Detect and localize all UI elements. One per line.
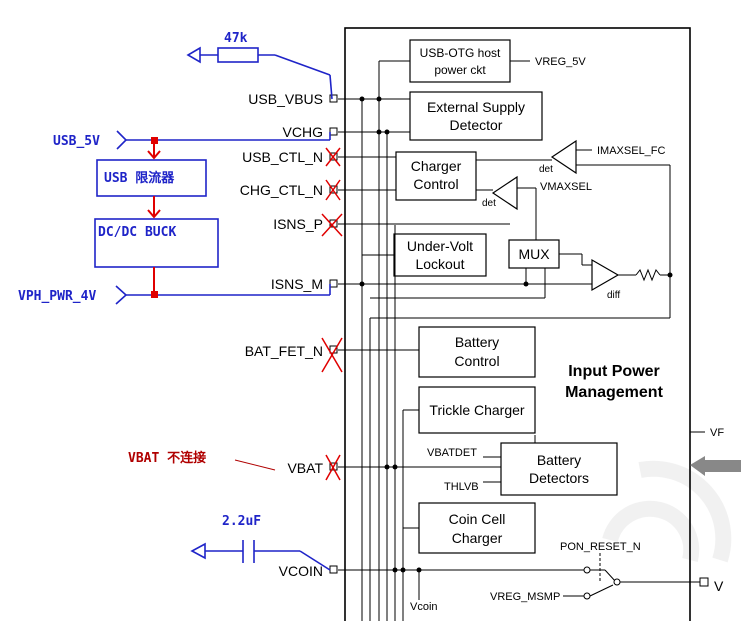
battery-control-label-2: Control: [454, 353, 499, 369]
grey-input-arrow: [690, 456, 741, 476]
red-x-marks: [321, 147, 343, 481]
dcdc-buck-label: DC/DC BUCK: [98, 225, 176, 240]
vcoin-node-label: Vcoin: [410, 601, 438, 613]
mux-block: [508, 239, 560, 269]
coin-label-1: Coin Cell: [449, 511, 506, 527]
vbat-note-label: VBAT 不连接: [128, 450, 206, 466]
pin-usb-vbus: USB_VBUS: [248, 91, 323, 107]
det-label-1: det: [539, 164, 553, 175]
usb-limiter-box: [96, 159, 207, 197]
bat-det-label-1: Battery: [537, 452, 581, 468]
charger-control-block: [395, 151, 477, 201]
vreg-msmp-label: VREG_MSMP: [490, 591, 560, 603]
trickle-label: Trickle Charger: [429, 402, 525, 418]
pin-isns-p: ISNS_P: [273, 216, 323, 232]
battery-control-label-1: Battery: [455, 334, 499, 350]
pin-usb-ctl-n: USB_CTL_N: [242, 149, 323, 165]
ground-arrow-bottom: [190, 542, 206, 560]
ext-supply-label-1: External Supply: [427, 99, 525, 115]
vbat-note-leader: [234, 459, 276, 471]
ext-supply-label-2: Detector: [450, 117, 503, 133]
det-label-2: det: [482, 198, 496, 209]
pin-isns-m: ISNS_M: [271, 276, 323, 292]
cap-2-2uf-label: 2.2uF: [222, 514, 261, 529]
uvlo-label-2: Lockout: [415, 256, 464, 272]
vph-pwr-arrow: [115, 285, 128, 305]
charger-label-2: Control: [413, 176, 458, 192]
coin-label-2: Charger: [452, 530, 503, 546]
vreg-5v-label: VREG_5V: [535, 56, 586, 68]
ground-arrow-top: [186, 46, 201, 64]
dcdc-buck-box: [94, 218, 219, 268]
ext-supply-detector-block: [409, 91, 543, 141]
uvlo-label-1: Under-Volt: [407, 238, 473, 254]
vmax-comparator: [491, 175, 518, 211]
charger-label-1: Charger: [411, 158, 462, 174]
mux-label: MUX: [518, 246, 550, 262]
resistor-47k-label: 47k: [224, 31, 248, 46]
v-cut-label: V: [714, 578, 724, 594]
uvlo-block: [393, 233, 487, 277]
battery-control-block: [418, 326, 536, 378]
usb-otg-label-1: USB-OTG host: [420, 46, 501, 60]
usb-5v-label: USB_5V: [53, 134, 100, 149]
vbatdet-label: VBATDET: [427, 447, 477, 459]
pin-bat-fet-n: BAT_FET_N: [245, 343, 323, 359]
usb-otg-label-2: power ckt: [434, 63, 486, 77]
vf-cut-label: VF: [710, 427, 724, 439]
bat-det-label-2: Detectors: [529, 470, 589, 486]
imax-comparator: [550, 139, 577, 175]
junction-dots: [359, 96, 673, 573]
ipm-title-1: Input Power: [568, 363, 660, 380]
pin-vchg: VCHG: [283, 124, 323, 140]
pin-vcoin: VCOIN: [279, 563, 323, 579]
usb-limiter-label: USB 限流器: [104, 170, 175, 186]
pin-chg-ctl-n: CHG_CTL_N: [240, 182, 323, 198]
trickle-charger-block: [418, 386, 536, 434]
pon-reset-label: PON_RESET_N: [560, 541, 641, 553]
vph-pwr-label: VPH_PWR_4V: [18, 289, 96, 304]
diff-amplifier: [591, 258, 620, 292]
vmaxsel-label: VMAXSEL: [540, 181, 592, 193]
thlvb-label: THLVB: [444, 481, 479, 493]
ic-boundary: [344, 27, 691, 621]
imaxsel-label: IMAXSEL_FC: [597, 145, 666, 157]
ipm-title-2: Management: [565, 384, 663, 401]
usb-otg-block: [409, 39, 511, 83]
diff-label: diff: [607, 290, 620, 301]
battery-detectors-block: [500, 442, 618, 496]
usb-5v-arrow: [116, 130, 128, 150]
resistor-47k: [217, 47, 259, 63]
pin-vbat: VBAT: [287, 460, 323, 476]
